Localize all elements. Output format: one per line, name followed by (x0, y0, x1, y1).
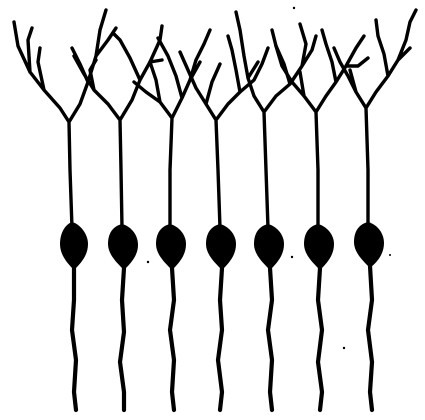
neuron-7-axon (368, 266, 372, 410)
neuron-4-axon (218, 268, 222, 410)
neuron-6-cell-body (304, 224, 334, 270)
neuron-1 (14, 10, 116, 410)
neuron-7-dendrites (334, 10, 416, 226)
neuron-2-axon (120, 268, 124, 410)
neuron-2-dendrites (74, 26, 162, 228)
neuron-3-cell-body (156, 224, 186, 270)
neuron-1-cell-body (60, 222, 88, 270)
neuron-1-dendrites (14, 10, 116, 228)
neuron-6-dendrites (276, 30, 368, 228)
neuron-2-cell-body (108, 224, 138, 270)
neuron-6-axon (318, 268, 322, 410)
neuron-3-dendrites (134, 30, 210, 226)
neuron-7-cell-body (354, 222, 384, 268)
neuron-3-axon (170, 268, 174, 410)
neuron-1-axon (72, 268, 76, 410)
neuron-4 (180, 36, 268, 410)
neuron-7 (334, 10, 416, 410)
neuron-5-cell-body (254, 224, 284, 270)
neuron-5-axon (268, 268, 272, 410)
neuron-4-cell-body (206, 224, 236, 270)
neuron-5 (236, 12, 316, 410)
neuron-3 (134, 30, 210, 410)
